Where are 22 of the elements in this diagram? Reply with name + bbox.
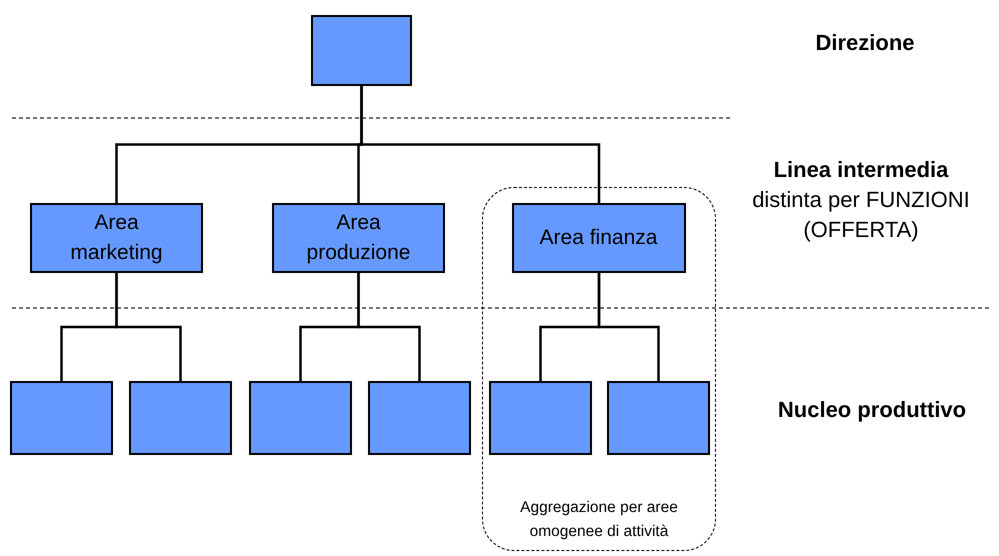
level-label: Nucleo produttivo <box>776 396 968 424</box>
org-box <box>368 381 471 455</box>
department-box <box>30 203 203 273</box>
level-label: Linea intermedia distinta per FUNZIONI (OFFERTA) <box>751 156 971 244</box>
department-box <box>512 202 686 272</box>
org-box <box>249 381 352 455</box>
level-label: Direzione <box>814 29 916 57</box>
box-label: Area finanza <box>540 224 658 250</box>
box-label: Area produzione <box>306 210 412 266</box>
org-box <box>488 380 592 454</box>
org-box <box>311 15 412 86</box>
org-box <box>129 381 232 455</box>
connector-line <box>598 273 660 381</box>
box-label: Area marketing <box>69 210 164 266</box>
connector-line <box>115 273 182 381</box>
dashed-group-frame <box>482 187 716 551</box>
department-box <box>272 203 445 273</box>
connector-line <box>357 273 421 381</box>
group-caption: Aggregazione per aree omogenee di attività <box>519 498 679 542</box>
org-box <box>10 381 113 455</box>
connector-line <box>360 86 600 203</box>
org-box <box>606 380 710 454</box>
